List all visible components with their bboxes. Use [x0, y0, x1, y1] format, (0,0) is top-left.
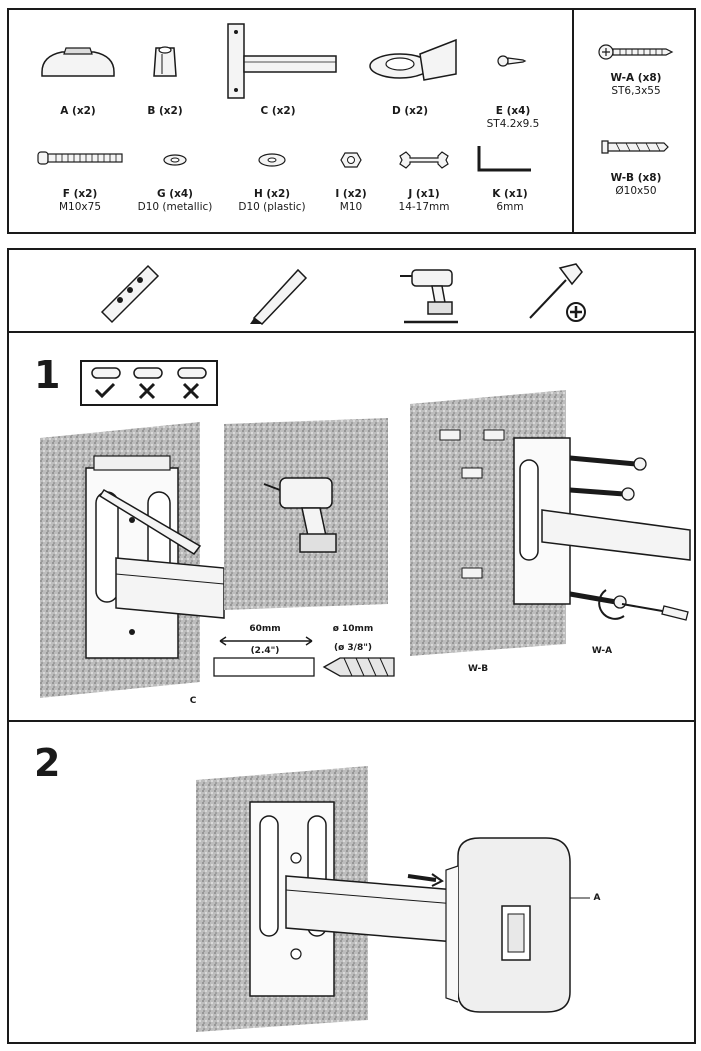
wall-plug-wb-icon	[601, 140, 669, 154]
drill-icon	[400, 269, 458, 324]
part-h-label: H (x2)D10 (plastic)	[238, 188, 306, 213]
part-a-label: A (x2)	[60, 105, 96, 117]
part-f-bolt-icon	[37, 151, 123, 165]
part-i-nut-icon	[340, 152, 362, 168]
step-2-number: 2	[34, 741, 61, 785]
part-c-wall-plate-arm-icon	[227, 23, 337, 99]
level-check-box	[80, 360, 218, 406]
part-b-label: B (x2)	[147, 105, 183, 117]
part-d-label: D (x2)	[391, 105, 429, 117]
wall-plug-wb-label: W-B (x8)Ø10x50	[610, 172, 662, 197]
phillips-screwdriver-icon	[529, 263, 586, 322]
callout-a: A	[593, 893, 601, 903]
callout-c: C	[189, 696, 197, 706]
part-i-label: I (x2)M10	[335, 188, 367, 213]
drill-diameter-label: ø 10mm	[332, 624, 374, 634]
parts-list-panel	[7, 8, 696, 234]
part-c-label: C (x2)	[260, 105, 296, 117]
parts-divider	[572, 8, 574, 234]
drill-depth-label: 60mm	[249, 624, 281, 634]
wall-screw-wa-label: W-A (x8)ST6,3x55	[610, 72, 662, 97]
part-d-bracket-icon	[369, 38, 457, 81]
callout-wb: W-B	[467, 664, 489, 674]
level-wrong-right-icon	[177, 367, 207, 400]
part-e-label: E (x4)ST4.2x9.5	[486, 105, 540, 130]
part-a-cover-icon	[41, 47, 115, 77]
callout-wa: W-A	[591, 646, 613, 656]
part-g-label: G (x4)D10 (metallic)	[137, 188, 213, 213]
drill-depth-in-label: (2.4")	[250, 646, 280, 656]
tools-divider	[7, 331, 696, 333]
part-e-screw-icon	[497, 55, 527, 67]
wall-screw-wa-icon	[598, 44, 674, 60]
drill-bit-illustration	[213, 657, 395, 677]
part-g-washer-icon	[163, 154, 187, 166]
step2-install-cover-illustration	[196, 766, 590, 1032]
part-f-label: F (x2)M10x75	[59, 188, 101, 213]
part-j-label: J (x1)14-17mm	[398, 188, 450, 213]
spirit-level-icon	[100, 264, 160, 324]
level-ok-icon	[91, 367, 121, 399]
part-k-hex-key-icon	[477, 146, 531, 172]
drill-depth-arrow	[219, 636, 313, 646]
step1-screw-wall-illustration	[410, 390, 691, 656]
part-j-wrench-icon	[399, 151, 449, 169]
step-divider	[7, 720, 696, 722]
drill-diameter-in-label: (ø 3/8")	[333, 643, 373, 653]
part-k-label: K (x1)6mm	[492, 188, 528, 213]
part-h-washer-icon	[258, 153, 286, 167]
step1-drill-wall-illustration	[224, 418, 388, 610]
level-wrong-left-icon	[133, 367, 163, 400]
step-1-number: 1	[34, 353, 61, 397]
pencil-icon	[250, 268, 308, 325]
part-b-spacer-icon	[153, 46, 177, 77]
step1-mark-wall-illustration	[40, 422, 225, 698]
